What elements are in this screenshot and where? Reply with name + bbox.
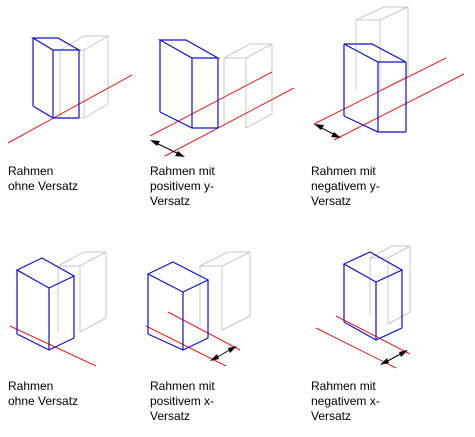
dimension-marker (210, 346, 237, 361)
panel-1-caption: Rahmen ohne Versatz (8, 164, 118, 194)
caption-line: Versatz (150, 194, 191, 208)
axis-line (315, 327, 397, 369)
offset-frame (369, 245, 411, 325)
caption-line: Versatz (311, 194, 352, 208)
caption-line: negativem x- (311, 394, 380, 408)
offset-frame (223, 43, 273, 129)
frame (15, 257, 76, 351)
offset-frame (58, 35, 110, 119)
dimension-marker (150, 140, 185, 157)
panel-5-caption: Rahmen mit positivem x- Versatz (150, 379, 260, 424)
axis-line (9, 325, 97, 367)
offset-frame (57, 251, 107, 333)
caption-line: Versatz (311, 409, 352, 423)
axis-line (149, 71, 273, 137)
axis-line-offset (167, 311, 241, 351)
panel-4-graphic (9, 251, 107, 367)
caption-line: Rahmen mit (311, 379, 376, 393)
dimension-marker (314, 124, 341, 138)
axis-line (313, 57, 447, 125)
offset-frame (355, 6, 409, 91)
axis-line (7, 74, 133, 144)
caption-line: Rahmen (8, 164, 54, 178)
frame (30, 37, 82, 119)
caption-line: ohne Versatz (8, 394, 79, 408)
frame (343, 43, 407, 133)
frame (146, 261, 210, 351)
frame (157, 39, 221, 129)
panel-1-graphic (7, 35, 133, 144)
caption-line: positivem y- (150, 179, 215, 193)
axis-line-offset (335, 315, 411, 355)
caption-line: Rahmen mit (311, 164, 376, 178)
frame (342, 251, 404, 341)
panel-6-graphic (315, 245, 411, 369)
caption-line: negativem y- (311, 179, 380, 193)
caption-line: Rahmen (8, 379, 54, 393)
caption-line: positivem x- (150, 394, 215, 408)
panel-5-graphic (145, 251, 251, 367)
axis-line-offset (164, 87, 295, 157)
panel-6-caption: Rahmen mit negativem x- Versatz (311, 379, 421, 424)
offset-frame (199, 251, 251, 331)
dimension-marker (380, 350, 408, 365)
caption-line: Rahmen mit (150, 379, 215, 393)
panel-3-graphic (313, 6, 465, 141)
panel-3-caption: Rahmen mit negativem y- Versatz (311, 164, 421, 209)
panel-2-caption: Rahmen mit positivem y- Versatz (150, 164, 260, 209)
caption-line: Versatz (150, 409, 191, 423)
caption-line: Rahmen mit (150, 164, 215, 178)
panel-4-caption: Rahmen ohne Versatz (8, 379, 118, 409)
caption-line: ohne Versatz (8, 179, 79, 193)
panel-2-graphic (149, 39, 295, 157)
axis-line-offset (333, 73, 465, 141)
